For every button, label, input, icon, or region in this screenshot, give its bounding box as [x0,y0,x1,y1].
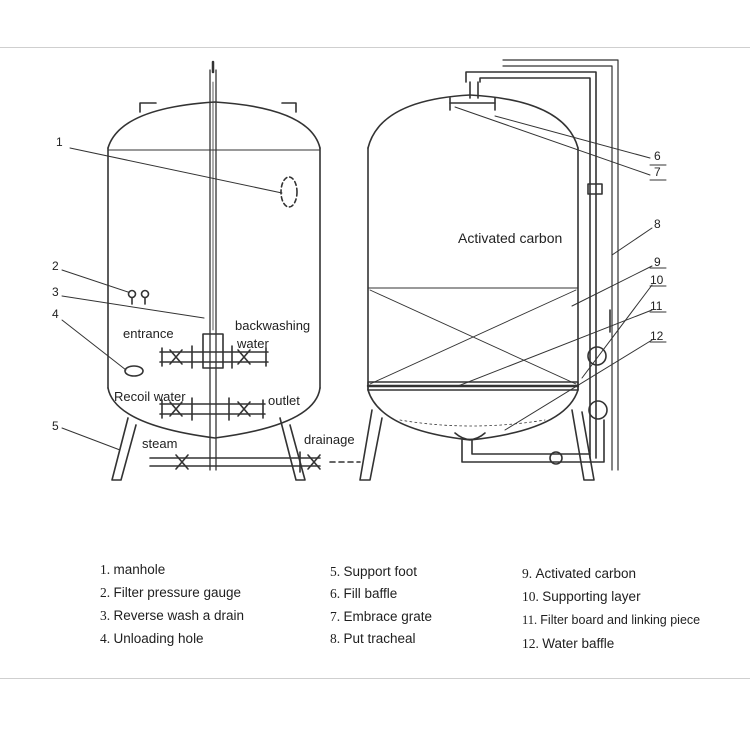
callout-3: 3 [52,285,59,299]
pressure-gauge [127,289,137,299]
callout-1: 1 [56,135,63,149]
label-backwashing-water: water [236,336,269,351]
label-backwashing: backwashing [235,318,310,333]
callout-12: 12 [650,329,664,343]
leader-lines [61,106,667,451]
unloading-hole [124,365,144,377]
label-drainage: drainage [304,432,355,447]
callout-6: 6 [654,149,661,163]
bottom-border [0,678,750,679]
callout-2: 2 [52,259,59,273]
steam-connection [587,346,607,366]
left-tank [107,60,361,481]
label-outlet: outlet [268,393,300,408]
callout-5: 5 [52,419,59,433]
callout-10: 10 [650,273,664,287]
right-tank [359,59,619,481]
top-border [0,47,750,48]
callout-7: 7 [654,165,661,179]
callout-8: 8 [654,217,661,231]
label-activated-carbon: Activated carbon [458,230,562,246]
manhole [280,176,298,208]
label-recoil-water: Recoil water [114,389,186,404]
label-entrance: entrance [123,326,174,341]
callout-4: 4 [52,307,59,321]
callout-9: 9 [654,255,661,269]
callout-11: 11 [650,299,663,313]
label-steam: steam [142,436,177,451]
